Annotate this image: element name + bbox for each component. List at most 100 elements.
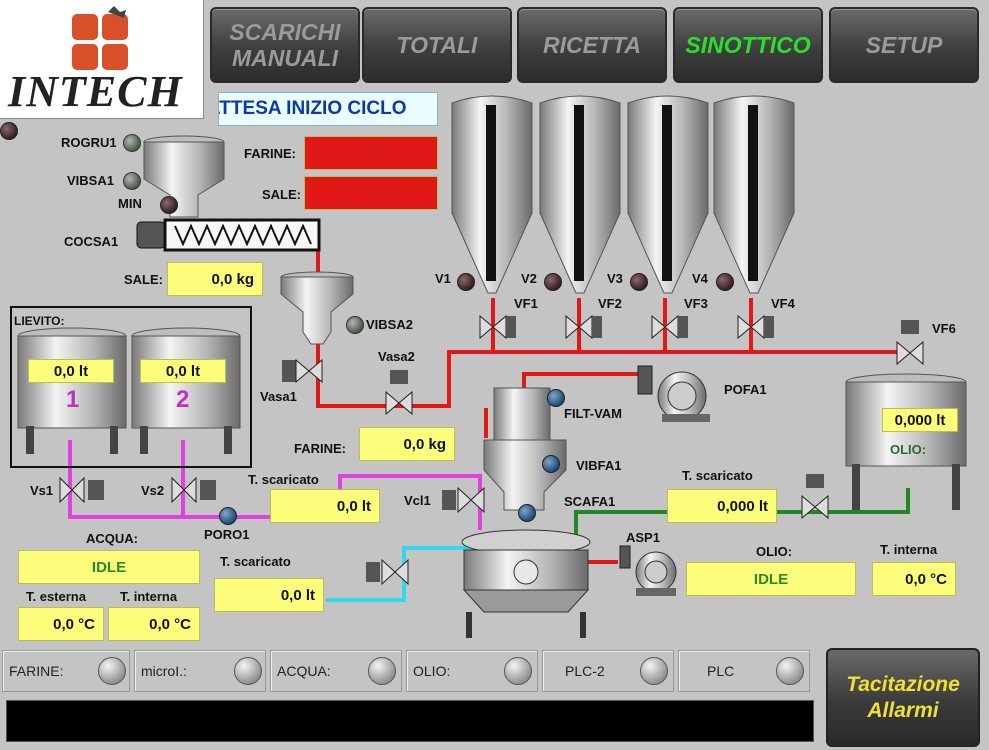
label-acqua: ACQUA: [86,531,138,546]
label-tank-2: 2 [176,386,190,413]
label-sale: SALE: [124,272,163,287]
pipe-flour-main [447,350,907,354]
label-scafa1: SCAFA1 [564,494,616,509]
label-t-scaricato-lievito: T. scaricato [248,472,319,487]
valve-vs1[interactable] [58,476,106,504]
valve-water[interactable] [364,558,412,586]
label-olio-tank: OLIO: [890,442,927,457]
pipe-to-filter [484,408,488,438]
farine-dosing-value: " " idle [304,136,438,170]
status-micro: microI.: [134,650,266,692]
pipe-salt-feed [316,250,320,274]
status-olio-label: OLIO: [413,663,451,679]
pipe-vacuum-up [522,372,526,388]
label-vibfa1: VIBFA1 [576,458,622,473]
tab-label-line2: MANUALI [231,45,339,71]
status-plc-led [776,657,804,685]
tab-label: TOTALI [396,32,478,58]
label-v4: V4 [692,271,708,286]
pipe-silo4 [749,298,753,352]
valve-vf6[interactable] [895,318,925,368]
cycle-status-banner: ATTESA INIZIO CICLO [218,92,438,126]
pipe-yeast-main [68,515,340,519]
valve-vasa2[interactable] [384,368,414,418]
t-interna-acqua-value: 0,0 °C [108,607,200,641]
label-olio: OLIO: [756,544,793,559]
acqua-state: IDLE [18,550,200,584]
pipe-silo1 [491,298,495,352]
label-vs1: Vs1 [30,483,54,498]
status-acqua-label: ACQUA: [277,663,331,679]
label-vf6: VF6 [932,321,956,336]
yeast-tanks-frame [10,306,252,468]
olio-state: IDLE [686,562,856,596]
label-tank-1: 1 [66,386,80,413]
vibsa2-led [346,316,364,334]
t-interna-olio-value: 0,0 °C [872,562,956,596]
rogru1-led [123,134,141,152]
valve-vf3[interactable] [650,314,690,340]
tab-label: SINOTTICO [685,32,811,58]
lievito2-value: 0,0 lt [140,359,226,383]
valve-oil[interactable] [800,472,830,522]
cycle-status-text: ATTESA INIZIO CICLO [218,98,407,119]
label-vf1: VF1 [514,296,538,311]
lievito1-value: 0,0 lt [28,359,114,383]
tab-totali[interactable]: TOTALI [362,7,512,83]
tab-label-line1: SCARICHI [229,19,341,45]
alarm-message-bar [6,700,814,742]
silo-3 [627,95,709,294]
valve-vcl1[interactable] [440,486,488,514]
valve-vf2[interactable] [564,314,604,340]
pipe-aspirator [586,560,618,564]
silo-4 [713,95,795,294]
status-acqua-led [368,657,396,685]
label-farine: FARINE: [294,441,346,456]
label-vf3: VF3 [684,296,708,311]
farine-weight-value: 0,0 kg [359,427,455,461]
pipe-silo2 [577,298,581,352]
label-vasa2: Vasa2 [378,349,415,364]
salt-weigher [280,271,354,345]
status-farine-led [98,657,126,685]
label-vasa1: Vasa1 [260,389,297,404]
t-scaricato-olio-value: 0,000 lt [667,489,777,523]
status-plc2-led [640,657,668,685]
label-v1: V1 [435,271,451,286]
pipe-oil-tank [906,488,910,514]
valve-vasa1[interactable] [280,358,324,384]
pipe-water-top [402,546,476,550]
poro1-led [219,507,237,525]
label-vibsa1: VIBSA1 [67,173,114,188]
mixer-kneader [461,529,591,638]
status-farine: FARINE: [2,650,130,692]
label-vf4: VF4 [771,296,795,311]
status-micro-label: microI.: [141,663,187,679]
valve-vf1[interactable] [478,314,518,340]
label-t-interna-olio: T. interna [880,542,938,557]
pipe-yeast1 [68,440,72,518]
olio-tank-value: 0,000 lt [882,408,958,432]
v1-led [457,273,475,291]
label-sale-dosing: SALE: [262,187,301,202]
label-pofa1: POFA1 [724,382,767,397]
valve-vs2[interactable] [170,476,218,504]
pipe-water-h [326,598,406,602]
label-t-scaricato-olio: T. scaricato [682,468,753,483]
tab-setup[interactable]: SETUP [829,7,979,83]
filt-vam-led [547,389,565,407]
pipe-salt-horizontal [316,404,451,408]
valve-vf4[interactable] [736,314,776,340]
tab-sinottico[interactable]: SINOTTICO [673,7,823,83]
status-plc2-label: PLC-2 [565,663,605,679]
vibsa1-led [123,172,141,190]
tab-ricetta[interactable]: RICETTA [517,7,667,83]
sale-weight-value: 0,0 kg [167,262,263,296]
logo: INTECH [0,0,204,119]
pipe-yeast2 [181,440,185,518]
label-t-interna-acqua: T. interna [120,589,178,604]
status-farine-label: FARINE: [9,663,64,679]
silo-1 [451,95,533,294]
